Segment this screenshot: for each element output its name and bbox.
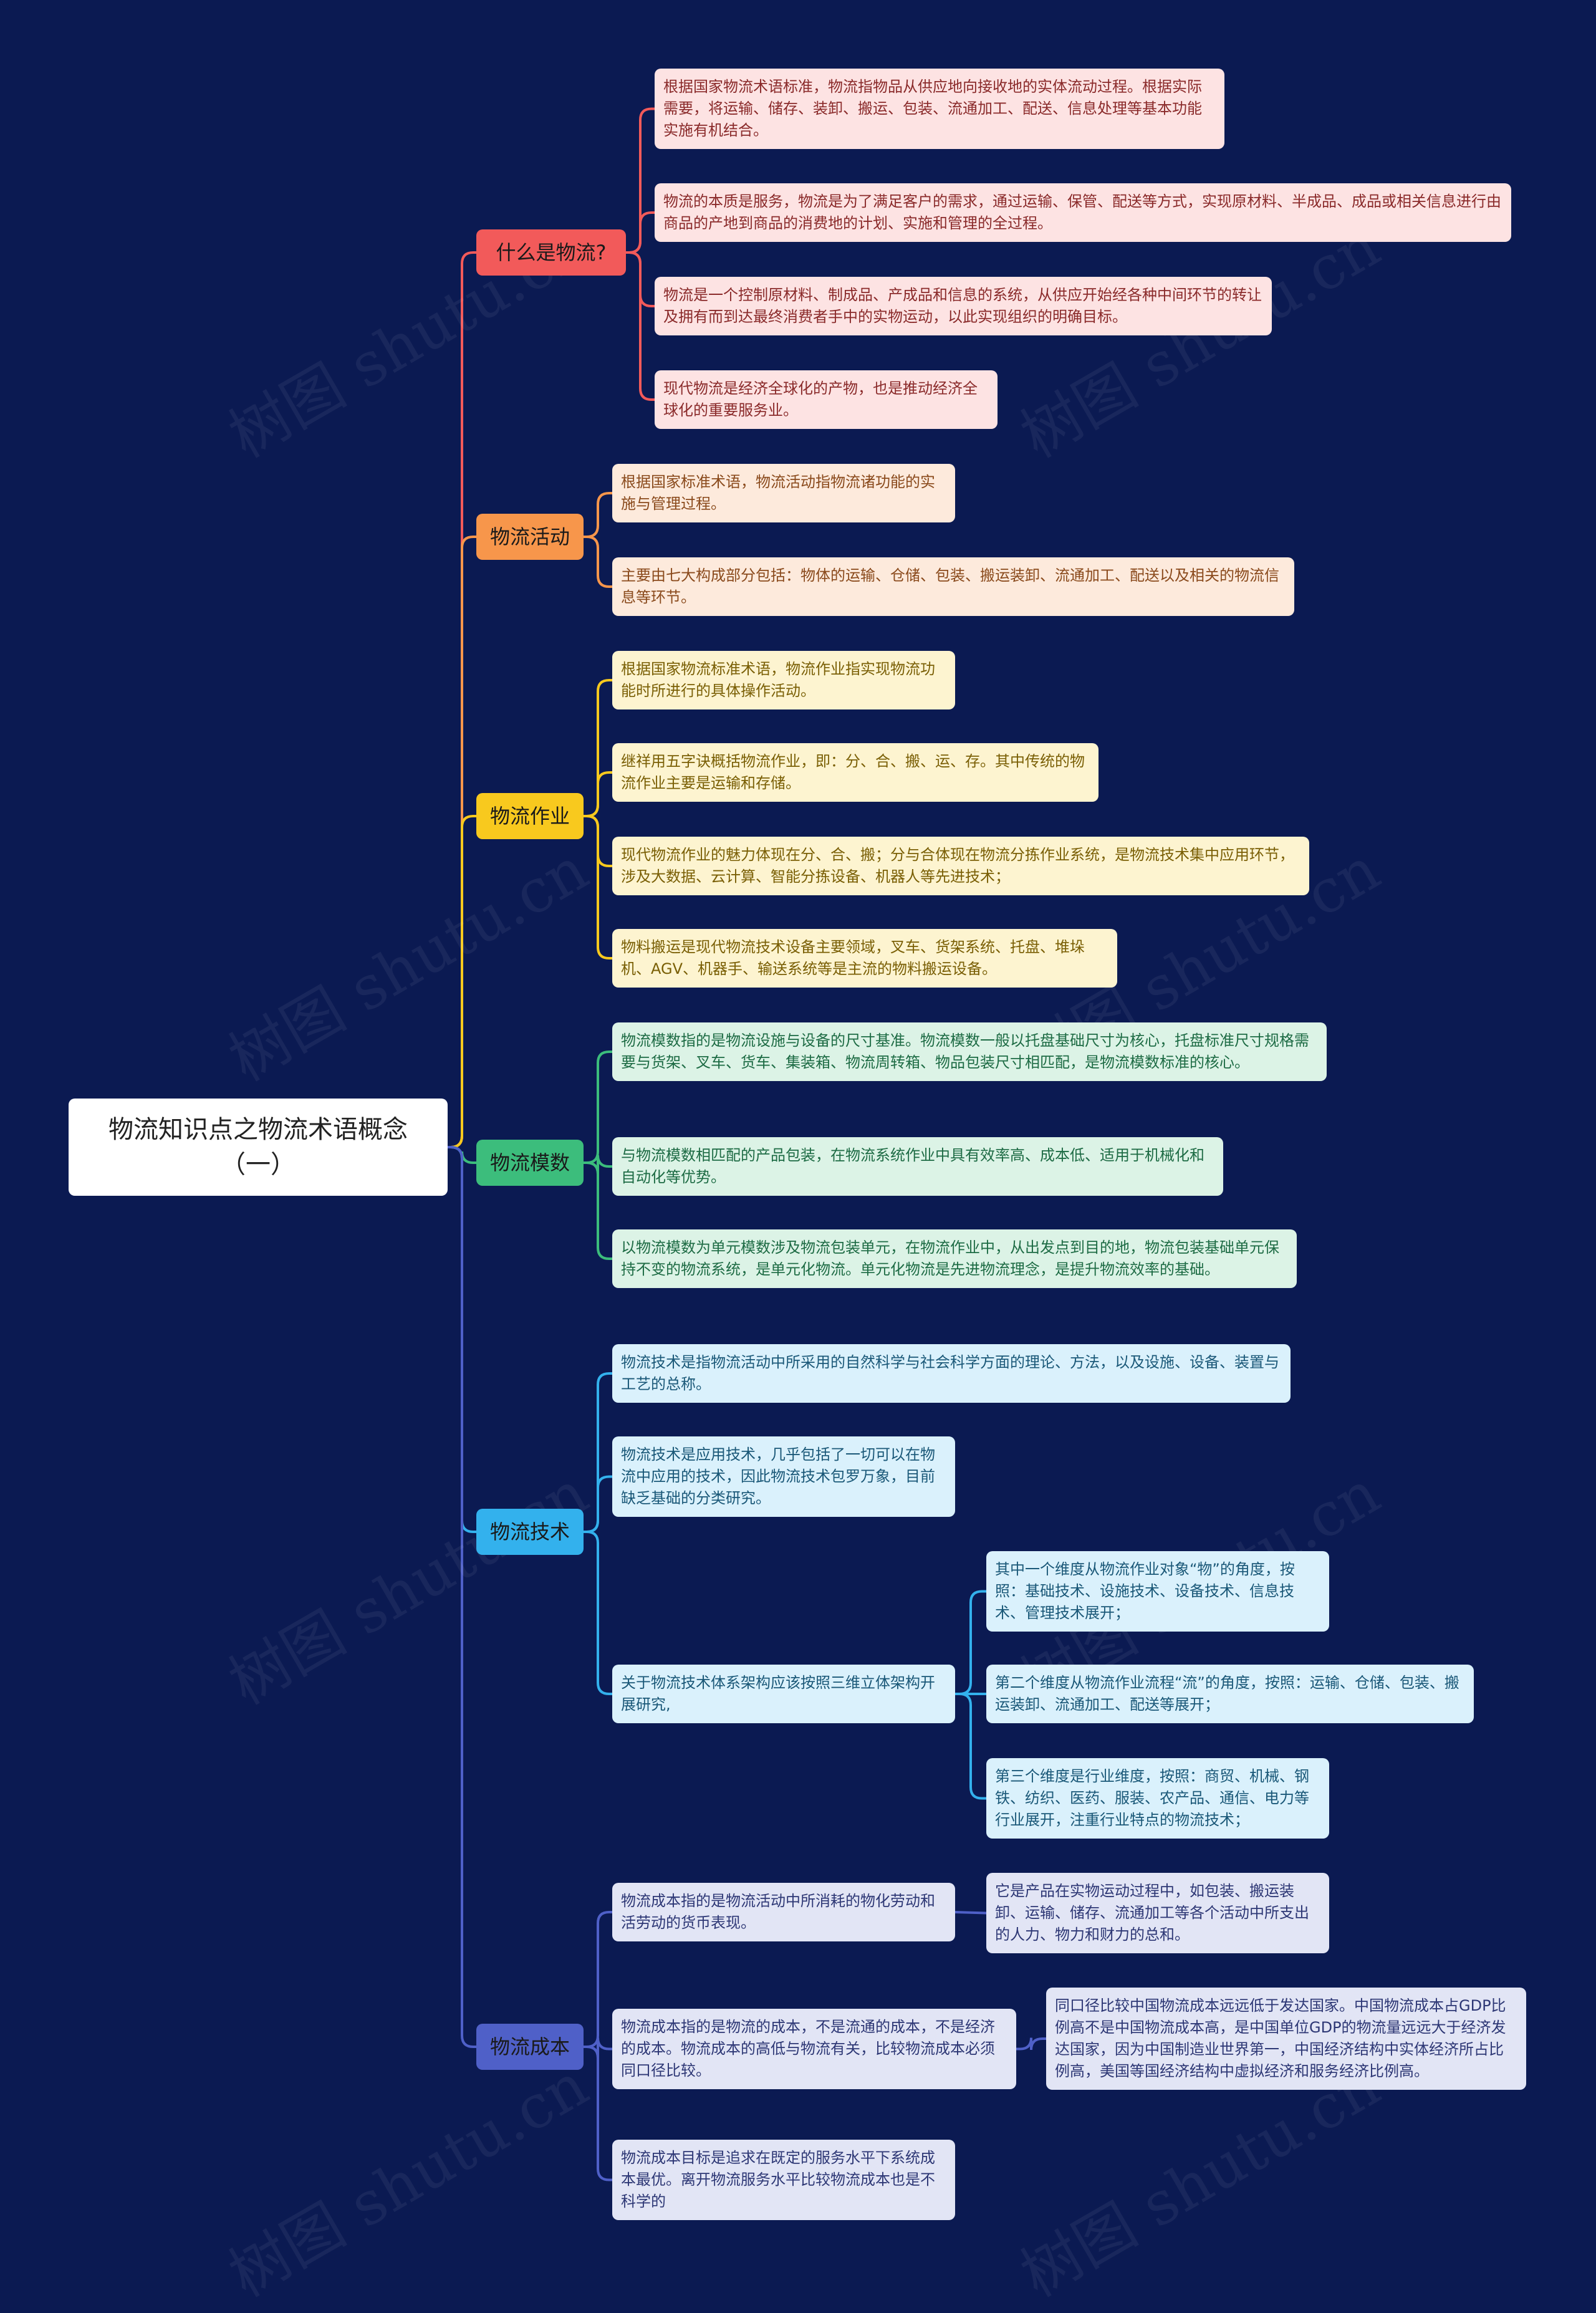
topic-subtopic-connector	[954, 1911, 988, 1915]
topic-technology-architecture[interactable]: 关于物流技术体系架构应该按照三维立体架构开展研究,	[612, 1665, 955, 1723]
branch-topic-connector	[582, 536, 613, 588]
root-branch-connector	[446, 815, 478, 1148]
branch-topic-connector	[582, 2046, 613, 2181]
topic-cost-comparison[interactable]: 物流成本指的是物流的成本，不是流通的成本，不是经济的成本。物流成本的高低与物流有…	[612, 2009, 1016, 2089]
branch-topic-connector	[625, 211, 656, 254]
topic-material-handling[interactable]: 物料搬运是现代物流技术设备主要领域，叉车、货架系统、托盘、堆垛机、AGV、机器手…	[612, 929, 1117, 988]
root-topic[interactable]: 物流知识点之物流术语概念（一）	[69, 1099, 448, 1196]
branch-logistics-activity[interactable]: 物流活动	[476, 514, 584, 560]
branch-topic-connector	[582, 492, 613, 538]
branch-topic-connector	[582, 1531, 613, 1695]
topic-essence[interactable]: 物流的本质是服务，物流是为了满足客户的需求，通过运输、保管、配送等方式，实现原材…	[655, 183, 1511, 242]
topic-five-character-rule[interactable]: 继祥用五字诀概括物流作业，即：分、合、搬、运、存。其中传统的物流作业主要是运输和…	[612, 743, 1098, 802]
root-branch-connector	[446, 1146, 478, 2048]
topic-cost-goal[interactable]: 物流成本目标是追求在既定的服务水平下系统成本最优。离开物流服务水平比较物流成本也…	[612, 2140, 955, 2220]
branch-what-is-logistics[interactable]: 什么是物流?	[476, 229, 626, 276]
topic-activity-definition[interactable]: 根据国家标准术语，物流活动指物流诸功能的实施与管理过程。	[612, 464, 955, 522]
topic-modern-operation[interactable]: 现代物流作业的魅力体现在分、合、搬；分与合体现在物流分拣作业系统，是物流技术集中…	[612, 837, 1309, 895]
branch-topic-connector	[582, 771, 613, 817]
branch-topic-connector	[582, 1161, 613, 1260]
topic-modulus-definition[interactable]: 物流模数指的是物流设施与设备的尺寸基准。物流模数一般以托盘基础尺寸为核心，托盘标…	[612, 1022, 1327, 1081]
topic-operation-definition[interactable]: 根据国家物流标准术语，物流作业指实现物流功能时所进行的具体操作活动。	[612, 651, 955, 709]
branch-logistics-cost[interactable]: 物流成本	[476, 2024, 584, 2070]
subtopic-dimension-object[interactable]: 其中一个维度从物流作业对象“物”的角度，按照：基础技术、设施技术、设备技术、信息…	[986, 1551, 1329, 1632]
branch-logistics-operation[interactable]: 物流作业	[476, 793, 584, 839]
branch-logistics-modulus[interactable]: 物流模数	[476, 1140, 584, 1186]
subtopic-china-cost-analysis[interactable]: 同口径比较中国物流成本远远低于发达国家。中国物流成本占GDP比例高不是中国物流成…	[1046, 1988, 1526, 2090]
topic-unitized-logistics[interactable]: 以物流模数为单元模数涉及物流包装单元，在物流作业中，从出发点到目的地，物流包装基…	[612, 1229, 1297, 1288]
branch-logistics-technology[interactable]: 物流技术	[476, 1509, 584, 1555]
topic-technology-definition[interactable]: 物流技术是指物流活动中所采用的自然科学与社会科学方面的理论、方法，以及设施、设备…	[612, 1344, 1291, 1403]
topic-subtopic-connector	[954, 1693, 988, 1800]
subtopic-dimension-industry[interactable]: 第三个维度是行业维度，按照：商贸、机械、钢铁、纺织、医药、服装、农产品、通信、电…	[986, 1758, 1329, 1839]
branch-topic-connector	[582, 815, 613, 959]
branch-topic-connector	[582, 1911, 613, 2048]
branch-topic-connector	[582, 1475, 613, 1533]
topic-subtopic-connector	[954, 1590, 988, 1695]
topic-modulus-packaging[interactable]: 与物流模数相匹配的产品包装，在物流系统作业中具有效率高、成本低、适用于机械化和自…	[612, 1137, 1223, 1196]
topic-definition[interactable]: 根据国家物流术语标准，物流指物品从供应地向接收地的实体流动过程。根据实际需要，将…	[655, 69, 1224, 149]
topic-system[interactable]: 物流是一个控制原材料、制成品、产成品和信息的系统，从供应开始经各种中间环节的转让…	[655, 277, 1272, 335]
subtopic-cost-composition[interactable]: 它是产品在实物运动过程中，如包装、搬运装卸、运输、储存、流通加工等各个活动中所支…	[986, 1873, 1329, 1953]
branch-topic-connector	[625, 251, 656, 401]
topic-applied-technology[interactable]: 物流技术是应用技术，几乎包括了一切可以在物流中应用的技术，因此物流技术包罗万象，…	[612, 1436, 955, 1517]
topic-cost-definition[interactable]: 物流成本指的是物流活动中所消耗的物化劳动和活劳动的货币表现。	[612, 1883, 955, 1941]
branch-topic-connector	[582, 1051, 613, 1164]
topic-activity-components[interactable]: 主要由七大构成部分包括：物体的运输、仓储、包装、搬运装卸、流通加工、配送以及相关…	[612, 557, 1294, 616]
topic-subtopic-connector	[1015, 2037, 1047, 2051]
subtopic-dimension-flow[interactable]: 第二个维度从物流作业流程“流”的角度，按照：运输、仓储、包装、搬运装卸、流通加工…	[986, 1665, 1474, 1723]
topic-globalization[interactable]: 现代物流是经济全球化的产物，也是推动经济全球化的重要服务业。	[655, 370, 998, 429]
